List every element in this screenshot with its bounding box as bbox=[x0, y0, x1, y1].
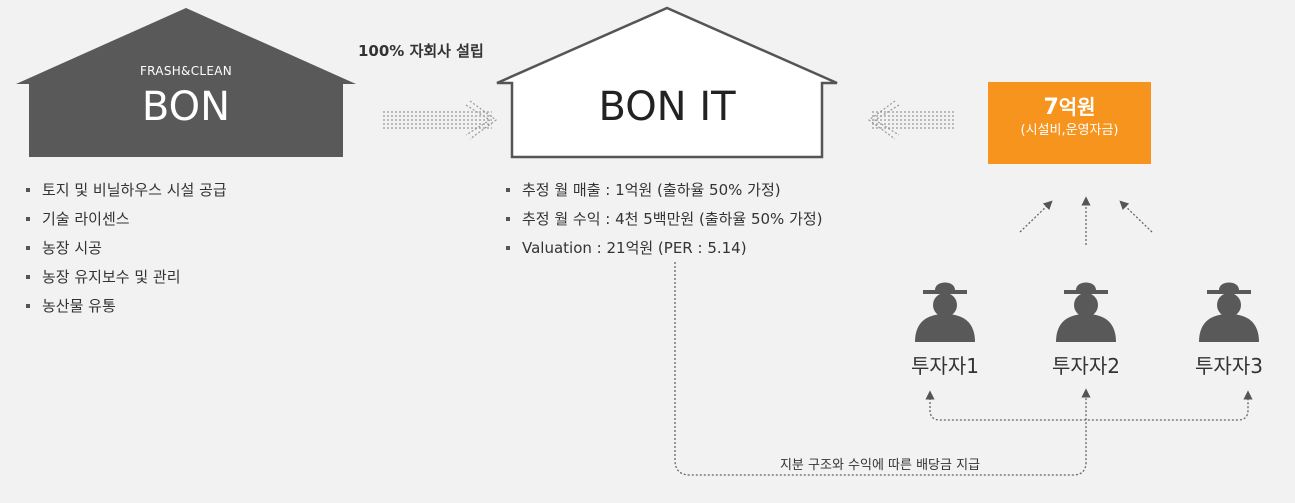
parent-company-tagline: FRASH&CLEAN bbox=[139, 64, 233, 78]
subsidiary-facts-list: 추정 월 매출 : 1억원 (출하율 50% 가정) 추정 월 수익 : 4천 … bbox=[506, 176, 823, 263]
list-item: 농산물 유통 bbox=[26, 292, 227, 321]
investor-3-person-icon bbox=[1199, 282, 1259, 342]
investor-1-label: 투자자1 bbox=[911, 354, 979, 378]
parent-to-subsidiary-arrow bbox=[383, 100, 498, 140]
list-item: 농장 유지보수 및 관리 bbox=[26, 263, 227, 292]
list-item: 추정 월 매출 : 1억원 (출하율 50% 가정) bbox=[506, 176, 823, 205]
subsidiary-name: BON IT bbox=[598, 84, 736, 130]
investor-2-label: 투자자2 bbox=[1052, 354, 1120, 378]
capital-amount: 7억원 bbox=[988, 94, 1151, 121]
list-item: 농장 시공 bbox=[26, 234, 227, 263]
capital-to-subsidiary-arrow bbox=[867, 100, 955, 140]
dividend-label: 지분 구조와 수익에 따른 배당금 지급 bbox=[779, 458, 981, 473]
parent-company-name: BON bbox=[141, 84, 231, 130]
capital-note: (시설비,운영자금) bbox=[1020, 123, 1119, 138]
investment-arrows bbox=[1019, 196, 1153, 245]
list-item: Valuation : 21억원 (PER : 5.14) bbox=[506, 234, 823, 263]
parent-services-list: 토지 및 비닐하우스 시설 공급 기술 라이센스 농장 시공 농장 유지보수 및… bbox=[26, 176, 227, 321]
parent-company-house-icon bbox=[16, 8, 356, 157]
list-item: 토지 및 비닐하우스 시설 공급 bbox=[26, 176, 227, 205]
investor-1-person-icon bbox=[915, 282, 975, 342]
investor-3-label: 투자자3 bbox=[1195, 354, 1263, 378]
capital-box: 7억원 (시설비,운영자금) bbox=[988, 82, 1151, 164]
capital-amount-unit: 억원 bbox=[1058, 95, 1096, 119]
subsidiary-arrow-label: 100% 자회사 설립 bbox=[358, 42, 484, 60]
list-item: 기술 라이센스 bbox=[26, 205, 227, 234]
capital-amount-number: 7 bbox=[1043, 95, 1059, 120]
subsidiary-house-icon bbox=[496, 6, 838, 159]
investor-2-person-icon bbox=[1056, 282, 1116, 342]
list-item: 추정 월 수익 : 4천 5백만원 (출하율 50% 가정) bbox=[506, 205, 823, 234]
dividend-flow-path bbox=[674, 262, 1253, 476]
